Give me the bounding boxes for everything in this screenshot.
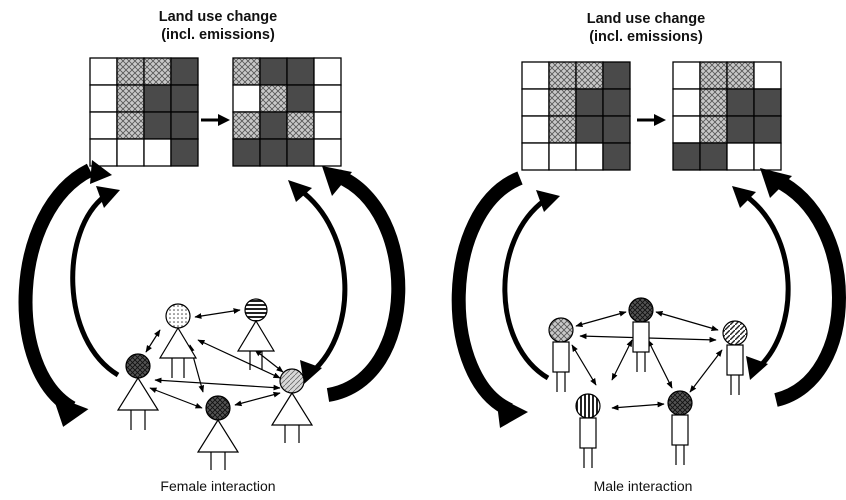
feedback-arrows-right [451,168,846,428]
grid-cell-white [753,142,782,171]
man-figure [722,320,748,395]
grid-right-after [672,61,782,171]
grid-cell-white [143,138,172,167]
grid-cell-cross [143,57,172,86]
grid-cell-white [672,88,701,117]
left-caption: Female interaction [160,478,276,494]
grid-cell-cross [259,84,288,113]
grid-cell-dark [170,84,199,113]
left-title: Land use change (incl. emissions) [98,8,338,44]
grid-cell-white [575,142,604,171]
grid-cell-dark [170,57,199,86]
man-figure [575,393,601,468]
transition-arrow-right [637,114,666,126]
grid-cell-cross [575,61,604,90]
grid-cell-dark [753,115,782,144]
grid-cell-dark [143,111,172,140]
grid-cell-white [521,88,550,117]
woman-figure [236,298,276,370]
grid-cell-cross [116,111,145,140]
grid-cell-dark [726,88,755,117]
grid-cell-white [548,142,577,171]
man-figure [667,390,693,465]
grid-cell-dark [259,111,288,140]
woman-figure [158,303,198,378]
grid-left-after [232,57,342,167]
male-network [548,297,748,468]
grid-cell-cross [232,111,261,140]
grid-cell-cross [726,61,755,90]
grid-cell-white [232,84,261,113]
woman-figure [196,395,240,470]
grid-cell-cross [232,57,261,86]
grid-cell-dark [286,57,315,86]
grid-cell-dark [602,115,631,144]
right-title-line2: (incl. emissions) [589,29,703,45]
left-title-line1: Land use change [158,9,278,25]
grid-cell-white [313,111,342,140]
grid-cell-cross [699,115,728,144]
grid-cell-dark [259,57,288,86]
grid-cell-cross [699,61,728,90]
feedback-arrows-left [18,160,406,427]
grid-cell-white [521,115,550,144]
grid-cell-white [313,84,342,113]
grid-cell-cross [116,84,145,113]
man-figure [548,317,574,392]
grid-cell-cross [548,61,577,90]
right-title-line1: Land use change [586,11,706,27]
woman-figure [270,368,314,443]
grid-cell-white [672,115,701,144]
right-title: Land use change (incl. emissions) [526,10,766,46]
grid-cell-dark [286,84,315,113]
grid-cell-cross [548,115,577,144]
grid-cell-white [753,61,782,90]
grid-cell-white [672,61,701,90]
woman-figure [116,353,160,430]
left-title-line2: (incl. emissions) [161,27,275,43]
grid-cell-cross [116,57,145,86]
grid-cell-dark [170,111,199,140]
grid-cell-white [521,142,550,171]
grid-cell-dark [699,142,728,171]
grid-cell-white [89,84,118,113]
grid-cell-dark [232,138,261,167]
grid-cell-cross [548,88,577,117]
grid-cell-white [313,138,342,167]
transition-arrow-left [201,114,230,126]
right-caption: Male interaction [593,478,693,494]
grid-cell-dark [575,88,604,117]
grid-cell-cross [286,111,315,140]
grid-cell-dark [259,138,288,167]
grid-cell-white [726,142,755,171]
grid-cell-white [313,57,342,86]
grid-cell-white [89,57,118,86]
man-figure [628,297,654,372]
grid-left-before [89,57,199,167]
grid-cell-white [89,138,118,167]
grid-right-before [521,61,631,171]
grid-cell-dark [575,115,604,144]
grid-cell-white [521,61,550,90]
grid-cell-dark [672,142,701,171]
grid-cell-dark [170,138,199,167]
grid-cell-cross [699,88,728,117]
grid-cell-dark [602,61,631,90]
grid-cell-dark [602,88,631,117]
grid-cell-white [116,138,145,167]
grid-cell-dark [726,115,755,144]
grid-cell-white [89,111,118,140]
grid-cell-dark [602,142,631,171]
female-network [116,298,314,470]
grid-cell-dark [286,138,315,167]
grid-cell-dark [753,88,782,117]
grid-cell-dark [143,84,172,113]
